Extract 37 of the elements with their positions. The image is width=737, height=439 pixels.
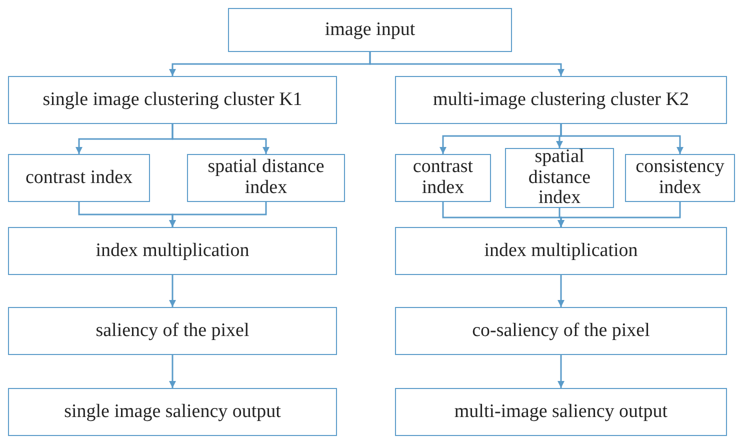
box-label: contrast index	[412, 157, 474, 199]
box-label: consistency index	[634, 157, 726, 199]
arrow	[169, 275, 176, 307]
arrow	[169, 202, 267, 227]
box-label: multi-image clustering cluster K2	[433, 90, 689, 110]
box-label: single image clustering cluster K1	[42, 90, 302, 110]
arrow	[558, 202, 681, 227]
arrow	[560, 124, 684, 154]
process-box	[8, 307, 337, 355]
arrow	[558, 275, 564, 307]
process-box	[395, 154, 491, 202]
box-label: saliency of the pixel	[96, 320, 250, 342]
box-label: contrast index	[25, 168, 133, 188]
box-label: spatial distance index	[527, 146, 592, 210]
arrow	[369, 52, 564, 76]
process-box	[625, 154, 735, 202]
process-box	[395, 307, 727, 355]
box-label: multi-image saliency output	[454, 402, 668, 422]
process-box	[395, 227, 727, 275]
process-box	[8, 76, 337, 124]
box-label: image input	[324, 20, 416, 40]
process-box	[505, 148, 614, 208]
process-box	[8, 227, 337, 275]
process-box	[8, 154, 150, 202]
box-label: spatial distance index	[206, 157, 326, 199]
box-label: index multiplication	[484, 240, 638, 262]
box-label: index multiplication	[96, 240, 250, 262]
process-box	[187, 154, 345, 202]
arrow	[558, 355, 564, 388]
box-label: single image saliency output	[64, 402, 281, 422]
arrow	[172, 124, 270, 154]
box-label: co-saliency of the pixel	[472, 320, 650, 342]
process-box	[8, 388, 337, 436]
arrow	[169, 355, 176, 388]
process-box	[395, 388, 727, 436]
process-box	[228, 8, 512, 52]
process-box	[395, 76, 727, 124]
